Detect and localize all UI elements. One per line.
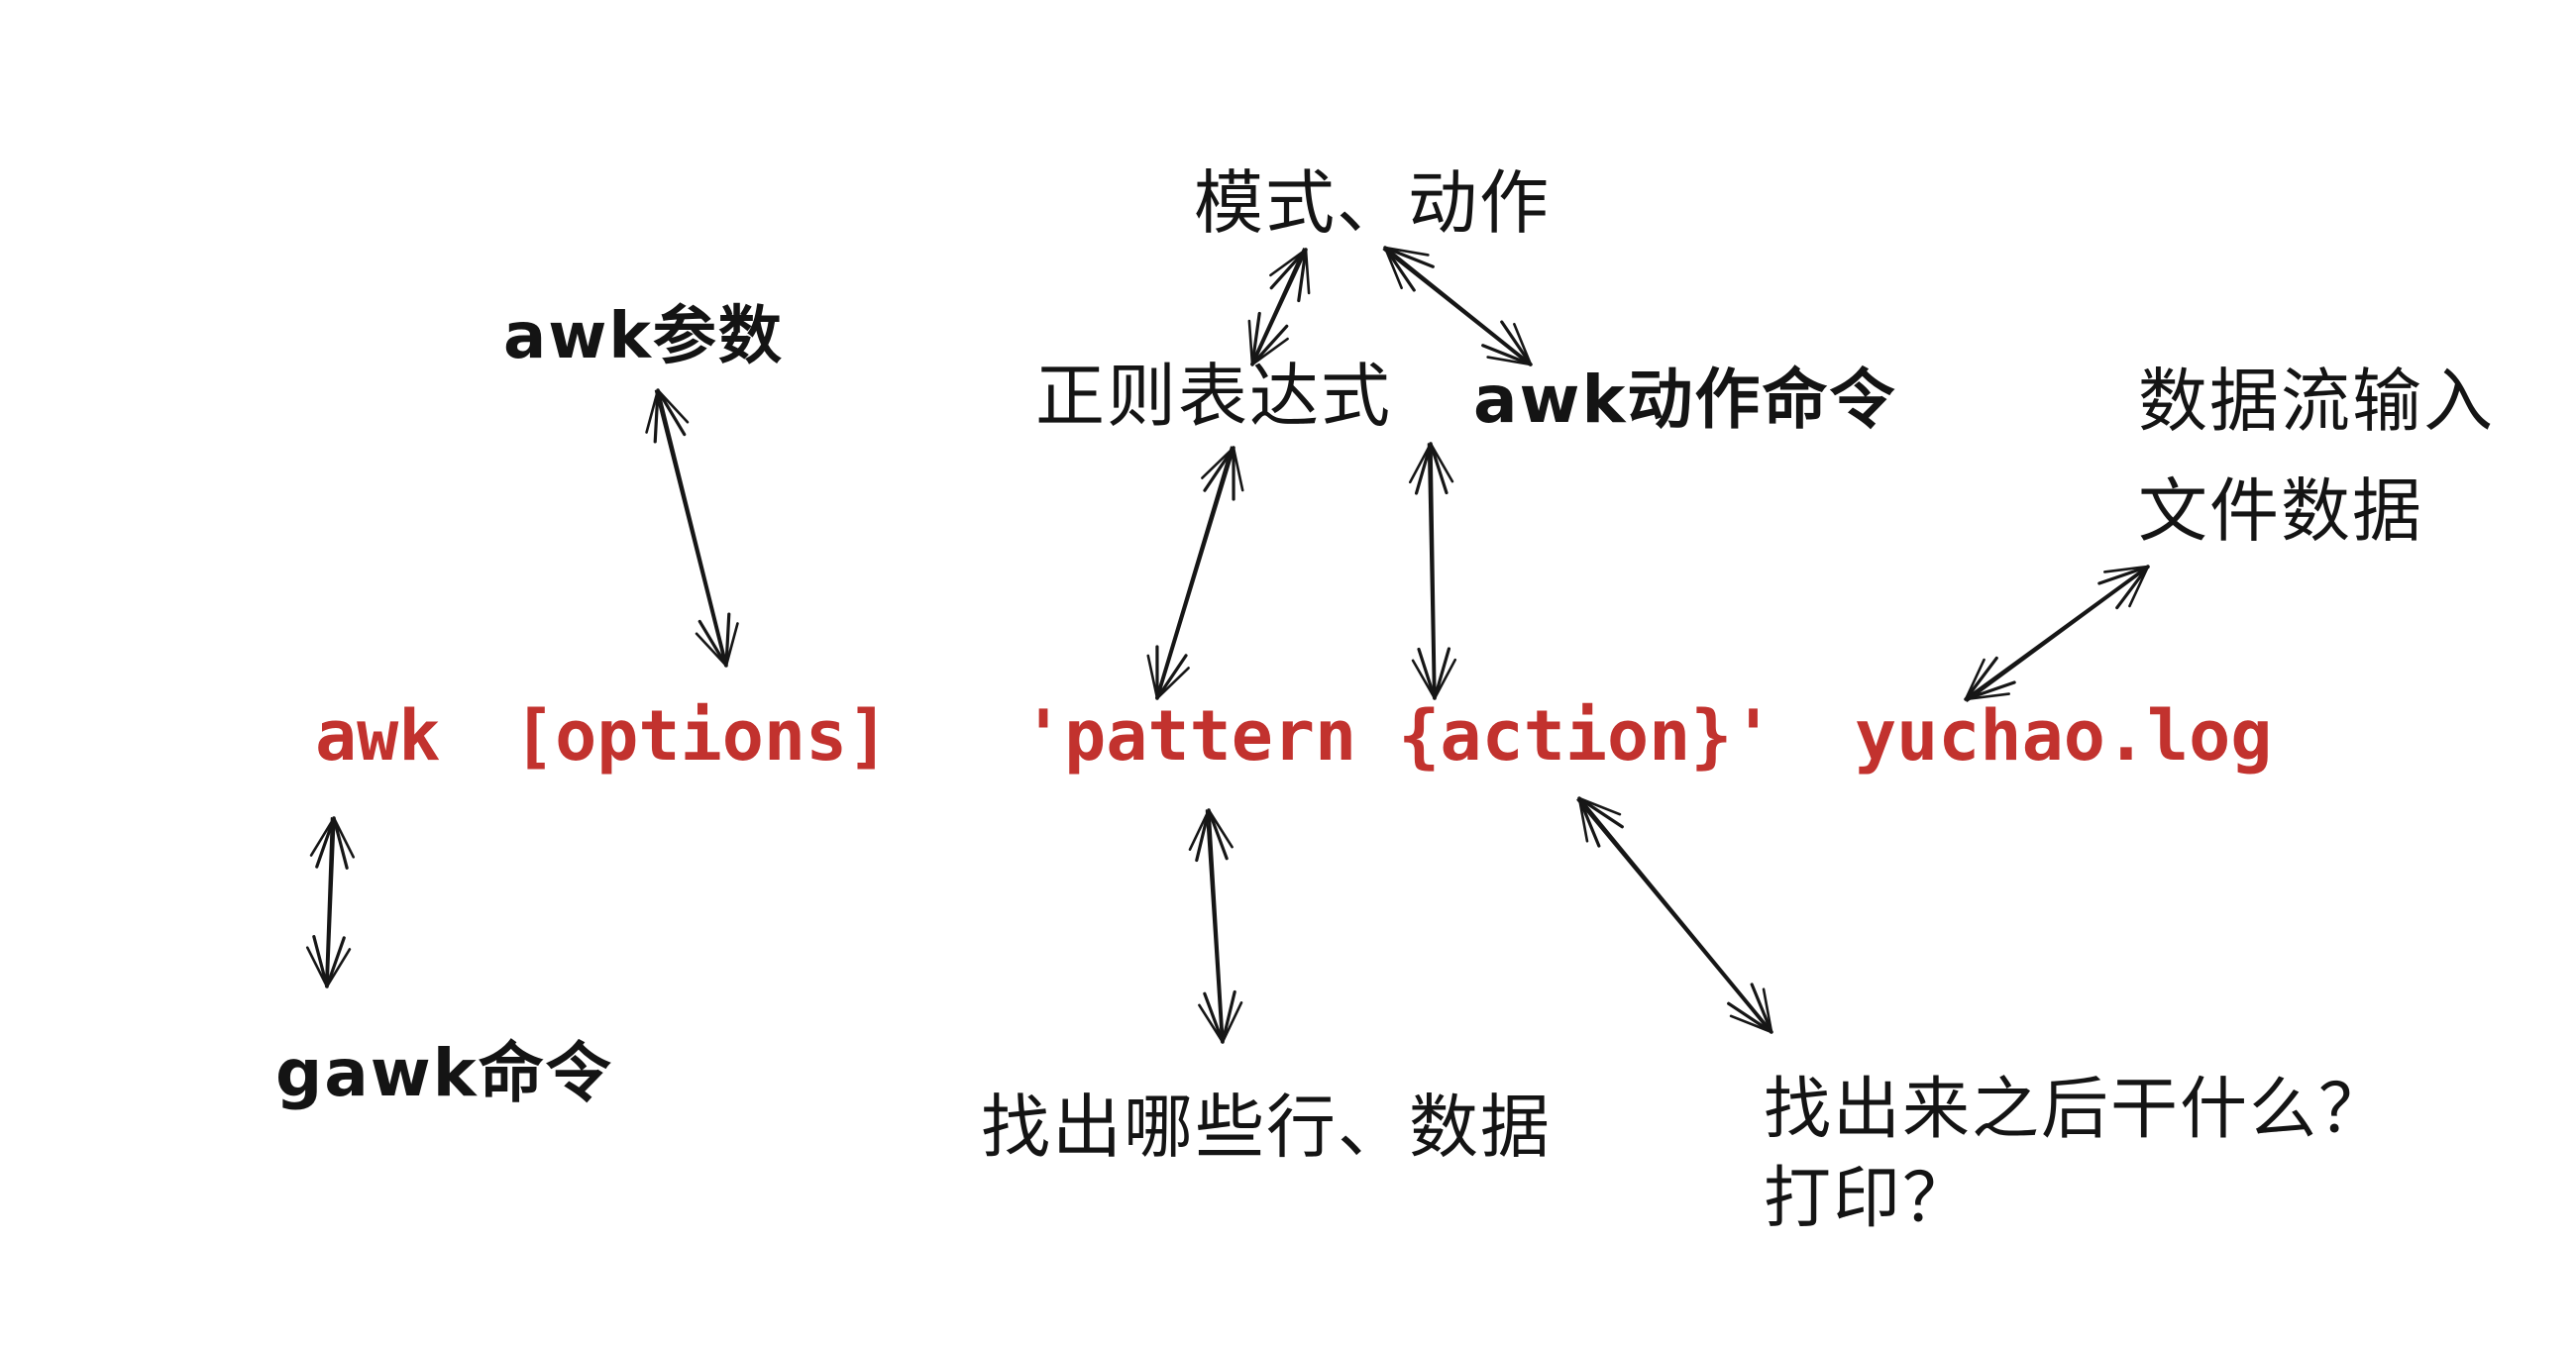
arrow-mode-to-awk-action bbox=[1382, 246, 1533, 366]
arrow-awk-action-to-action bbox=[1408, 442, 1457, 700]
what-next-line1: 找出来之后干什么？ bbox=[1764, 1071, 2389, 1149]
stream-input-line2: 文件数据 bbox=[2138, 469, 2423, 552]
command-pattern-action: 'pattern {action}' bbox=[1022, 695, 1774, 777]
awk-params-label: awk参数 bbox=[503, 300, 784, 373]
regex-label: 正则表达式 bbox=[1035, 356, 1392, 437]
awk-action-label: awk动作命令 bbox=[1473, 362, 1897, 438]
arrow-regex-to-pattern bbox=[1146, 446, 1244, 700]
arrow-action-to-what-next bbox=[1576, 796, 1773, 1034]
arrow-pattern-to-find-lines bbox=[1188, 808, 1243, 1044]
arrow-params-to-options bbox=[645, 388, 739, 668]
what-next-label: 找出来之后干什么？ 打印？ bbox=[1764, 1066, 2388, 1244]
command-options: [options] bbox=[513, 695, 890, 777]
gawk-label: gawk命令 bbox=[275, 1035, 613, 1111]
find-lines-label: 找出哪些行、数据 bbox=[981, 1087, 1552, 1168]
stream-input-line1: 数据流输入 bbox=[2138, 361, 2495, 442]
command-awk: awk bbox=[315, 695, 441, 777]
arrow-awk-to-gawk bbox=[305, 816, 356, 988]
arrow-file-to-stream-input bbox=[1964, 565, 2150, 702]
arrow-mode-to-regex bbox=[1247, 248, 1311, 366]
what-next-line2: 打印？ bbox=[1764, 1159, 1973, 1238]
command-file: yuchao.log bbox=[1855, 695, 2273, 777]
pattern-action-label: 模式、动作 bbox=[1194, 162, 1551, 244]
stream-input-label: 数据流输入 文件数据 bbox=[2138, 347, 2495, 566]
